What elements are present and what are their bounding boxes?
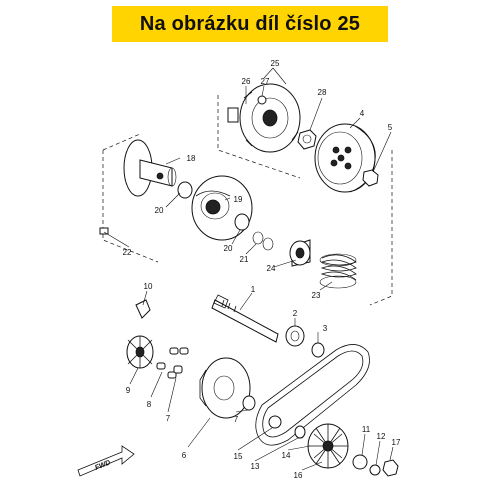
- secondary-sheave-18: [123, 139, 177, 197]
- pin-22: [99, 227, 109, 235]
- weights-7: [173, 365, 183, 374]
- callout-7-right: 7: [234, 415, 239, 424]
- washer-12: [369, 464, 381, 476]
- callout-24: 24: [267, 264, 276, 273]
- callout-11: 11: [362, 425, 371, 434]
- primary-shaft-1: [211, 294, 279, 343]
- callout-23: 23: [312, 291, 321, 300]
- v-belt: [255, 344, 370, 446]
- callout-15: 15: [234, 452, 243, 461]
- compression-spring-23: [319, 253, 357, 289]
- callout-18: 18: [187, 154, 196, 163]
- cam-plate-10: [135, 299, 151, 319]
- clutch-housing-4: [314, 123, 376, 193]
- oil-seal-20-lower: [234, 213, 250, 231]
- cam-9: [126, 335, 154, 369]
- callout-26: 26: [242, 77, 251, 86]
- callout-20-upper: 20: [155, 206, 164, 215]
- washer-11: [352, 454, 368, 470]
- callout-1: 1: [251, 285, 256, 294]
- nut-5: [362, 169, 379, 187]
- callout-25: 25: [271, 59, 280, 68]
- nut-28: [297, 129, 317, 150]
- fwd-arrow: FWD: [77, 445, 135, 477]
- callout-4: 4: [360, 109, 365, 118]
- callout-19: 19: [234, 195, 243, 204]
- callout-3: 3: [323, 324, 328, 333]
- callout-16: 16: [294, 471, 303, 480]
- callout-28: 28: [318, 88, 327, 97]
- callout-12: 12: [377, 432, 386, 441]
- callout-6: 6: [182, 451, 187, 460]
- washer-14: [294, 425, 306, 439]
- fwd-label: FWD: [94, 459, 111, 471]
- rollers-8: [156, 347, 189, 379]
- callout-9: 9: [126, 386, 131, 395]
- collar-7: [242, 395, 256, 411]
- guide-collar-24: [289, 239, 311, 267]
- callout-10: 10: [144, 282, 153, 291]
- callout-27: 27: [261, 77, 270, 86]
- callout-14: 14: [282, 451, 291, 460]
- nut-17: [382, 459, 399, 477]
- o-rings-21: [252, 231, 274, 251]
- title-banner-text: Na obrázku díl číslo 25: [139, 12, 361, 35]
- callout-7-left: 7: [166, 414, 171, 423]
- washer-3: [311, 342, 325, 358]
- callout-13: 13: [251, 462, 260, 471]
- callout-8: 8: [147, 400, 152, 409]
- callout-20-lower: 20: [224, 244, 233, 253]
- callout-2: 2: [293, 309, 298, 318]
- oil-seal-20-upper: [177, 181, 193, 199]
- clutch-carrier-assembly: [227, 83, 301, 153]
- title-banner: Na obrázku díl číslo 25: [112, 6, 388, 42]
- callout-17: 17: [392, 438, 401, 447]
- leader-lines: [103, 67, 394, 471]
- callout-5: 5: [388, 123, 393, 132]
- callout-21: 21: [240, 255, 249, 264]
- callout-22: 22: [123, 248, 132, 257]
- fan-sheave-16: [307, 423, 349, 469]
- bearing-2: [285, 325, 305, 347]
- collar-15: [268, 415, 282, 429]
- primary-sliding-sheave-6: [199, 357, 251, 419]
